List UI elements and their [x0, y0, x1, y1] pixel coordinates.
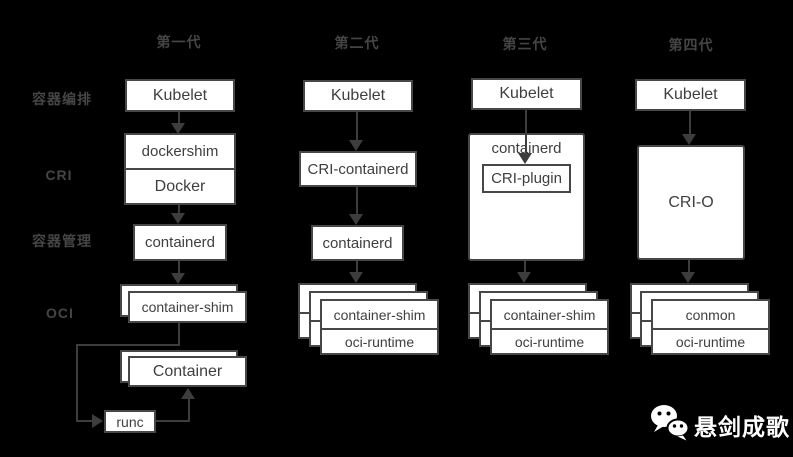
- gen3-container-shim-cell: container-shim: [492, 301, 607, 330]
- gen2-container-shim-cell: container-shim: [322, 301, 437, 330]
- gen3-arrow-containerd-stack-head: [517, 272, 531, 283]
- gen4-conmon-runtime-box: conmon oci-runtime: [651, 299, 770, 355]
- gen2-kubelet-box: Kubelet: [303, 80, 413, 112]
- gen1-docker-split-box: dockershim Docker: [124, 133, 236, 205]
- gen4-arrow-kubelet-crio-head: [682, 134, 696, 145]
- header-gen1: 第一代: [156, 34, 202, 50]
- gen1-arrow-containerd-shim-line: [178, 261, 180, 274]
- gen1-arrow-docker-containerd-line: [178, 205, 180, 214]
- gen4-arrow-kubelet-crio-line: [689, 111, 691, 135]
- gen1-container-box: Container: [128, 356, 247, 387]
- gen2-cri-containerd-box: CRI-containerd: [299, 151, 417, 187]
- gen1-shim-runc-connector-v2: [76, 344, 78, 422]
- gen2-arrow-containerd-stack-head: [349, 272, 363, 283]
- gen3-oci-runtime-cell: oci-runtime: [514, 333, 585, 350]
- gen3-arrow-containerd-stack-line: [524, 261, 526, 273]
- gen2-arrow-kubelet-cri-head: [349, 140, 363, 151]
- gen3-shim-runtime-box: container-shim oci-runtime: [490, 299, 609, 355]
- gen3-kubelet-box: Kubelet: [471, 78, 582, 110]
- row-label-cri: CRI: [45, 167, 73, 183]
- gen4-arrow-crio-stack-line: [688, 260, 690, 273]
- watermark-text: 悬剑成歌: [694, 413, 790, 440]
- gen4-arrow-crio-stack-head: [681, 272, 695, 283]
- gen4-kubelet-box: Kubelet: [635, 79, 746, 111]
- gen3-arrow-kubelet-plugin-line: [525, 110, 527, 154]
- row-label-orchestration: 容器编排: [32, 91, 92, 107]
- gen1-shim-runc-connector-h2: [77, 420, 93, 422]
- gen2-arrow-kubelet-cri-line: [356, 112, 358, 141]
- gen1-runc-container-connector-v: [188, 399, 190, 422]
- gen1-container-shim-box: container-shim: [128, 291, 247, 323]
- row-label-container-mgmt: 容器管理: [32, 233, 92, 249]
- gen2-oci-runtime-cell: oci-runtime: [344, 333, 415, 350]
- header-gen4: 第四代: [668, 37, 714, 53]
- header-gen2: 第二代: [334, 35, 380, 51]
- header-gen3: 第三代: [502, 36, 548, 52]
- row-label-oci: OCI: [46, 305, 74, 321]
- gen1-arrow-kubelet-dockershim-head: [171, 123, 185, 134]
- gen1-runc-container-connector-h: [156, 420, 190, 422]
- gen1-arrow-containerd-shim-head: [171, 273, 185, 284]
- gen1-arrow-docker-containerd-head: [171, 213, 185, 224]
- gen4-conmon-cell: conmon: [653, 301, 768, 330]
- gen2-arrow-cri-containerd-head: [349, 214, 363, 225]
- gen1-docker-cell: Docker: [154, 177, 206, 195]
- gen2-arrow-cri-containerd-line: [356, 187, 358, 215]
- gen4-oci-runtime-cell: oci-runtime: [675, 333, 746, 350]
- gen1-arrow-kubelet-dockershim-line: [178, 112, 180, 124]
- gen1-runc-box: runc: [104, 410, 156, 433]
- gen1-shim-runc-connector-v1: [178, 323, 180, 346]
- watermark: 悬剑成歌: [650, 403, 790, 446]
- gen2-containerd-box: containerd: [311, 225, 404, 261]
- gen1-shim-runc-connector-h1: [76, 344, 180, 346]
- gen3-cri-plugin-box: CRI-plugin: [482, 164, 571, 193]
- gen1-containerd-box: containerd: [133, 224, 227, 261]
- gen2-shim-runtime-box: container-shim oci-runtime: [320, 299, 439, 355]
- gen1-arrow-into-container-head: [181, 388, 195, 399]
- gen1-kubelet-box: Kubelet: [125, 79, 235, 112]
- gen3-arrow-kubelet-plugin-head: [518, 153, 532, 164]
- wechat-icon: [650, 403, 690, 446]
- gen1-arrow-into-runc-head: [92, 414, 103, 428]
- gen2-arrow-containerd-stack-line: [356, 261, 358, 273]
- gen4-cri-o-box: CRI-O: [637, 145, 745, 260]
- gen1-dockershim-cell: dockershim: [126, 135, 234, 170]
